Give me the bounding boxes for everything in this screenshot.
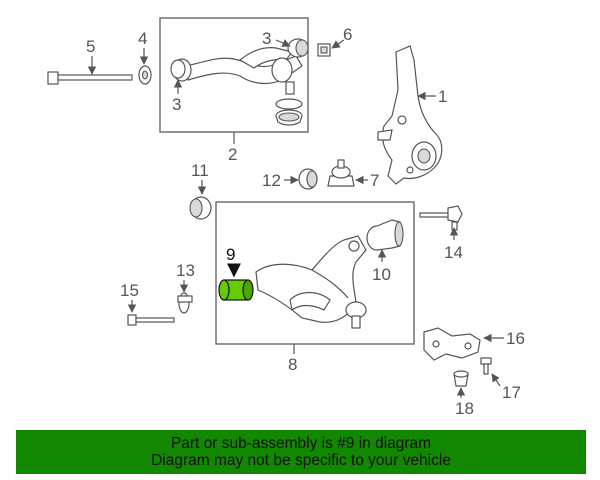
callout-14: 14 [444,243,463,262]
ball-joint [327,159,355,187]
callout-16: 16 [506,329,525,348]
cam-bolt [127,314,175,326]
callout-18: 18 [455,399,474,418]
callout-11: 11 [191,161,209,180]
upper-control-arm [172,47,303,95]
info-banner: Part or sub-assembly is #9 in diagram Di… [16,430,586,474]
tie-rod-end [419,205,463,231]
cam-washer [177,292,193,314]
nut [317,43,331,57]
bracket [423,327,481,361]
callout-9: 9 [226,245,235,264]
stabilizer-bushing [189,196,212,220]
small-bolt [480,357,492,375]
callout-13: 13 [176,261,195,280]
bushing-9-highlighted [218,279,254,301]
washer [138,65,152,85]
dust-cap [453,370,469,387]
callout-8: 8 [288,355,297,374]
long-bolt [47,71,133,85]
callout-12: 12 [262,171,281,190]
callout-15: 15 [120,281,139,300]
callout-1: 1 [438,87,447,106]
upper-ball-joint-boot [275,98,303,126]
callout-6: 6 [343,25,352,44]
callout-17: 17 [502,383,521,402]
callout-3-upper: 3 [262,29,271,48]
callout-3-lower: 3 [172,95,181,114]
bump-stop [298,168,318,190]
lower-bushing-10 [366,219,404,251]
lower-arm-box [215,201,415,345]
banner-line-2: Diagram may not be specific to your vehi… [151,452,451,469]
steering-knuckle [377,45,443,185]
upper-bushing [170,38,309,79]
lower-control-arm [255,235,367,329]
callout-4: 4 [138,29,147,48]
banner-line-1: Part or sub-assembly is #9 in diagram [170,435,432,452]
callout-7: 7 [370,171,379,190]
callout-10: 10 [372,265,391,284]
callout-5: 5 [86,37,95,56]
callout-2: 2 [228,145,237,164]
